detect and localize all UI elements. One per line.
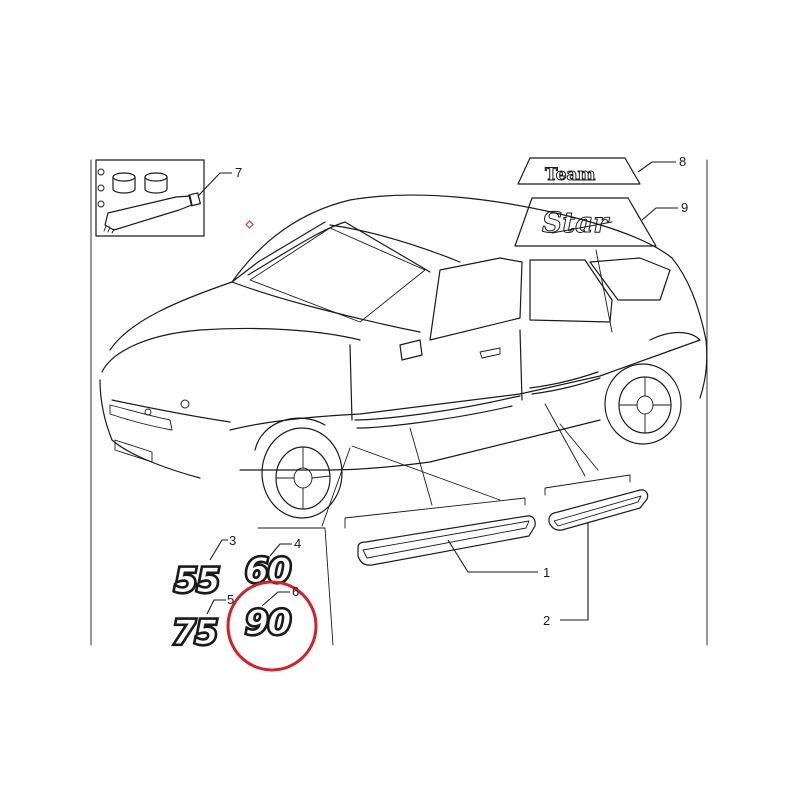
team-emblem: Team xyxy=(517,157,641,186)
team-emblem-text: Team xyxy=(545,165,596,185)
highlight-circle xyxy=(226,580,318,672)
leader-strip-1 xyxy=(409,427,433,506)
leader-badge-area xyxy=(321,447,351,527)
star-emblem: Star xyxy=(514,197,657,247)
callout-6: 6 xyxy=(292,584,299,599)
leader-star-emblem xyxy=(595,249,613,333)
svg-text:75: 75 xyxy=(172,613,217,653)
svg-text:90: 90 xyxy=(245,603,291,643)
bracket-strip-2 xyxy=(544,474,631,496)
callout-leader-9 xyxy=(641,207,678,221)
bracket-badges xyxy=(257,527,334,646)
badge-90: 90 90 xyxy=(243,601,294,645)
callout-1: 1 xyxy=(543,565,550,580)
callout-leader-5 xyxy=(206,599,226,615)
leader-strip-2 xyxy=(544,403,586,477)
callout-leader-3 xyxy=(209,539,228,561)
adhesive-cup-icon xyxy=(112,172,168,194)
svg-text:90: 90 xyxy=(245,603,291,643)
adhesive-kit-inset xyxy=(95,159,205,237)
callout-3: 3 xyxy=(229,533,236,548)
callout-9: 9 xyxy=(681,200,688,215)
callout-7: 7 xyxy=(235,165,242,180)
badge-55: 55 55 xyxy=(172,559,223,603)
svg-text:55: 55 xyxy=(174,561,219,601)
reference-marker xyxy=(245,220,254,229)
callout-leader-8 xyxy=(637,161,676,173)
callout-5: 5 xyxy=(227,592,234,607)
adhesive-tube-icon xyxy=(103,192,201,234)
callout-leader-6 xyxy=(261,591,290,607)
callout-4: 4 xyxy=(294,536,301,551)
side-trim-strip-1 xyxy=(357,515,536,566)
callout-8: 8 xyxy=(679,154,686,169)
side-trim-strip-2 xyxy=(548,489,649,531)
callout-leader-7 xyxy=(197,172,232,197)
star-emblem-text: Star xyxy=(542,206,610,239)
svg-text:75: 75 xyxy=(172,613,217,653)
inset-box xyxy=(95,159,205,237)
callout-2: 2 xyxy=(543,613,550,628)
callout-leader-2 xyxy=(560,522,589,621)
car-illustration xyxy=(99,194,708,519)
callout-leader-4 xyxy=(269,543,292,557)
bracket-strip-1 xyxy=(344,497,526,529)
svg-text:55: 55 xyxy=(174,561,219,601)
callout-leader-1 xyxy=(447,539,538,573)
badge-75: 75 75 xyxy=(170,611,221,655)
